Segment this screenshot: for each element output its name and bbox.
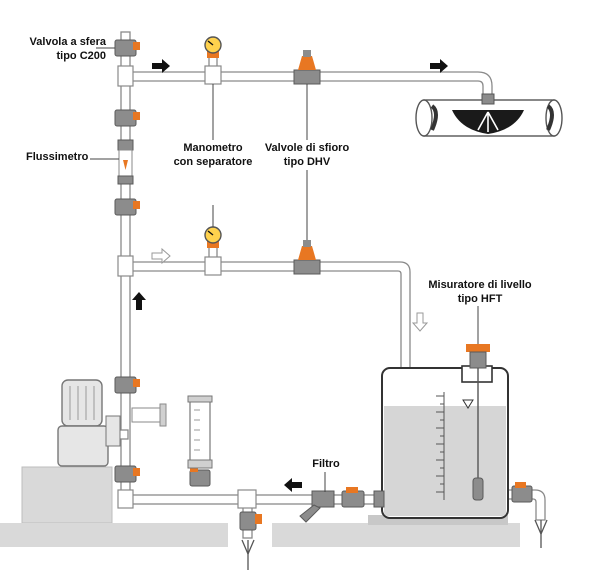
level-float xyxy=(472,477,484,501)
label-ball-valve-line1: Valvola a sfera xyxy=(29,36,106,48)
y-filter xyxy=(299,490,335,523)
ball-valves xyxy=(114,39,533,531)
label-relief-valves-line2: tipo DHV xyxy=(283,156,331,168)
relief-valve-lower xyxy=(293,240,321,275)
bypass-pipe xyxy=(129,261,411,389)
ball-valve-below-flowmeter xyxy=(114,198,140,216)
label-filter: Filtro xyxy=(312,458,340,470)
injection-nozzle xyxy=(481,93,495,105)
pump-motor xyxy=(61,379,103,427)
ball-valve-pump-suction xyxy=(114,465,140,483)
pump-base xyxy=(21,466,113,524)
label-pressure-gauge-line1: Manometro xyxy=(183,142,243,154)
ball-valve-upper xyxy=(114,109,140,127)
label-pressure-gauge: Manometro con separatore xyxy=(163,141,263,169)
pressure-gauges xyxy=(204,36,222,248)
pipe-tees xyxy=(117,65,257,509)
arrow-up-vertical xyxy=(132,292,146,310)
pump-head xyxy=(105,415,121,447)
label-pressure-gauge-line2: con separatore xyxy=(173,156,253,168)
arrow-left-filter xyxy=(284,478,302,492)
tank-liquid xyxy=(384,406,506,516)
label-level-meter-line1: Misuratore di livello xyxy=(428,279,532,291)
pump-body xyxy=(57,425,109,467)
ball-valve-top xyxy=(114,39,140,57)
ball-valve-tank-suction xyxy=(341,487,365,508)
flowmeter xyxy=(117,139,134,185)
floor-left xyxy=(0,523,228,547)
ball-valve-calibration-column xyxy=(189,466,211,487)
label-relief-valves: Valvole di sfioro tipo DHV xyxy=(252,141,362,169)
dosing-pump xyxy=(57,379,167,467)
relief-valves xyxy=(293,50,321,275)
calibration-column xyxy=(187,395,213,469)
outlet-main-pipe xyxy=(415,93,563,137)
pressure-gauge-lower xyxy=(204,226,222,248)
label-relief-valves-line1: Valvole di sfioro xyxy=(264,142,350,154)
flow-arrows xyxy=(132,59,548,570)
arrow-right-bypass-outline xyxy=(151,247,171,265)
level-meter xyxy=(466,344,490,501)
arrow-down-bypass-outline xyxy=(411,312,429,332)
storage-tank xyxy=(373,365,509,519)
label-flowmeter: Flussimetro xyxy=(26,151,89,163)
arrow-right-top-left xyxy=(152,59,170,73)
floor-right xyxy=(272,523,520,547)
leader-lines xyxy=(90,47,479,492)
label-ball-valve: Valvola a sfera tipo C200 xyxy=(2,35,106,63)
tank-plinth xyxy=(368,515,508,525)
ball-valve-tank-outlet xyxy=(511,482,533,503)
level-marker xyxy=(462,399,474,409)
ball-valve-drain xyxy=(239,511,262,531)
pump-injection-stub xyxy=(131,407,163,423)
relief-valve-upper xyxy=(293,50,321,85)
arrow-right-top-right xyxy=(430,59,448,73)
ground xyxy=(0,466,520,547)
ball-valve-pump-discharge xyxy=(114,376,140,394)
pressure-gauge-upper xyxy=(204,36,222,58)
label-ball-valve-line2: tipo C200 xyxy=(56,50,106,62)
label-level-meter-line2: tipo HFT xyxy=(457,293,503,305)
label-level-meter: Misuratore di livello tipo HFT xyxy=(418,278,542,306)
